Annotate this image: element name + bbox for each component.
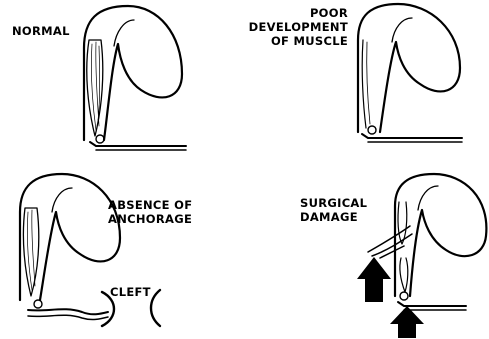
label-cleft: CLEFT [110,285,151,299]
label-surgical-line-1: SURGICAL [300,196,367,210]
normal-panel-illustration [84,6,186,150]
label-absence-line-1: ABSENCE OF [108,198,192,212]
poor-weak-muscle [362,40,366,128]
normal-hinge-circle [96,135,104,143]
label-absence-line-2: ANCHORAGE [108,212,192,226]
surgical-inner-curve [418,186,438,210]
surgical-damage-lower-arrow [390,306,424,338]
poor-lower-bar [362,134,462,138]
label-normal-text: NORMAL [12,24,70,38]
poor-development-panel-illustration [358,4,462,142]
surgical-damage-upper-arrow [357,257,391,302]
surgical-damage-panel-illustration [368,174,486,310]
poor-hinge-circle [368,126,376,134]
label-normal: NORMAL [12,24,70,38]
normal-inner-curve [114,20,134,46]
surgical-lower-bar [398,302,466,306]
label-absence-of-anchorage: ABSENCE OF ANCHORAGE [108,198,192,226]
label-poor-line-1: POOR [224,6,348,20]
normal-lower-bar [90,142,186,146]
label-surgical-line-2: DAMAGE [300,210,367,224]
label-poor-line-2: DEVELOPMENT [224,20,348,34]
poor-outer-outline [358,4,460,132]
absence-hinge-circle [34,300,42,308]
label-poor-line-3: OF MUSCLE [224,34,348,48]
surgical-hinge-circle [400,292,408,300]
label-surgical-damage: SURGICAL DAMAGE [300,196,367,224]
surgical-outer-outline [395,174,486,296]
poor-inner-curve [392,18,412,42]
absence-lower-bar [28,309,108,314]
cleft-right-bracket [151,290,160,326]
absence-inner-curve [52,188,72,212]
label-poor-development: POOR DEVELOPMENT OF MUSCLE [224,6,348,48]
surgical-torn-muscle-lower [400,258,408,292]
label-cleft-text: CLEFT [110,285,151,299]
absence-of-anchorage-panel-illustration [20,174,160,326]
